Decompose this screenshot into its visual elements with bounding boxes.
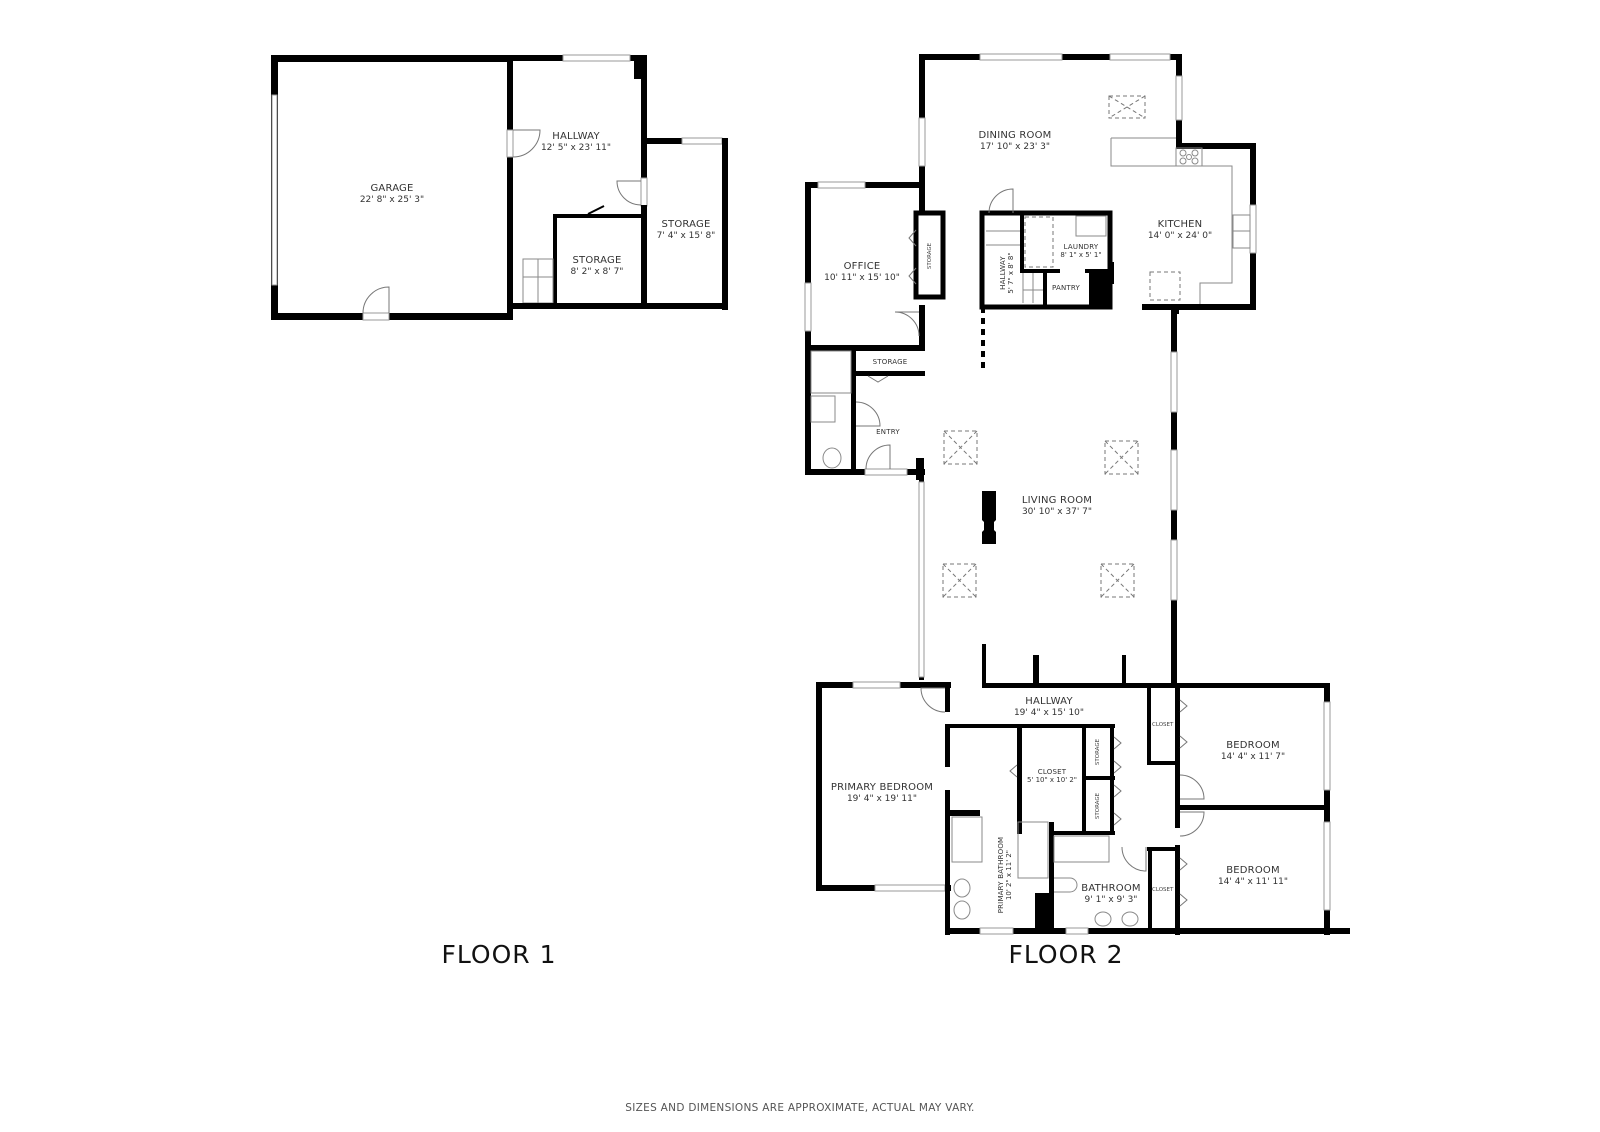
room-office-storage: STORAGE <box>927 242 933 270</box>
room-storage-upper: STORAGE <box>1095 738 1101 766</box>
room-bedroom-2: BEDROOM 14' 4" x 11' 11" <box>1217 865 1289 887</box>
room-closet-bedroom: CLOSET <box>1152 722 1174 728</box>
room-pantry: PANTRY <box>1052 284 1080 292</box>
room-garage: GARAGE 22' 8" x 25' 3" <box>359 183 425 205</box>
room-hallway-floor2: HALLWAY 19' 4" x 15' 10" <box>1013 696 1085 718</box>
room-kitchen: KITCHEN 14' 0" x 24' 0" <box>1147 219 1213 241</box>
floor-1-plan <box>271 54 728 321</box>
floor-2-plan <box>804 53 1350 935</box>
room-entry: ENTRY <box>876 428 900 436</box>
room-dining-room: DINING ROOM 17' 10" x 23' 3" <box>978 130 1052 152</box>
room-entry-storage: STORAGE <box>872 358 908 366</box>
room-storage-small: STORAGE 8' 2" x 8' 7" <box>570 255 624 277</box>
room-laundry: LAUNDRY 8' 1" x 5' 1" <box>1060 243 1102 260</box>
room-primary-bedroom: PRIMARY BEDROOM 19' 4" x 19' 11" <box>830 782 934 804</box>
room-hallway-floor1: HALLWAY 12' 5" x 23' 11" <box>540 131 612 153</box>
room-storage-large: STORAGE 7' 4" x 15' 8" <box>656 219 716 241</box>
room-office: OFFICE 10' 11" x 15' 10" <box>824 261 900 283</box>
room-bathroom: BATHROOM 9' 1" x 9' 3" <box>1081 883 1141 905</box>
floor-2-label: FLOOR 2 <box>1008 940 1124 969</box>
room-stair-hallway: HALLWAY 5' 7" x 8' 8" <box>998 252 1015 294</box>
room-living-room: LIVING ROOM 30' 10" x 37' 7" <box>1021 495 1093 517</box>
disclaimer: SIZES AND DIMENSIONS ARE APPROXIMATE, AC… <box>625 1102 975 1114</box>
room-storage-lower: STORAGE <box>1095 792 1101 820</box>
room-primary-bathroom: PRIMARY BATHROOM 10' 2" x 11' 2" <box>996 836 1013 914</box>
room-closet-bath: CLOSET <box>1152 887 1174 893</box>
room-closet-primary: CLOSET 5' 10" x 10' 2" <box>1026 768 1078 785</box>
floor-1-label: FLOOR 1 <box>441 940 557 969</box>
room-bedroom-1: BEDROOM 14' 4" x 11' 7" <box>1220 740 1286 762</box>
